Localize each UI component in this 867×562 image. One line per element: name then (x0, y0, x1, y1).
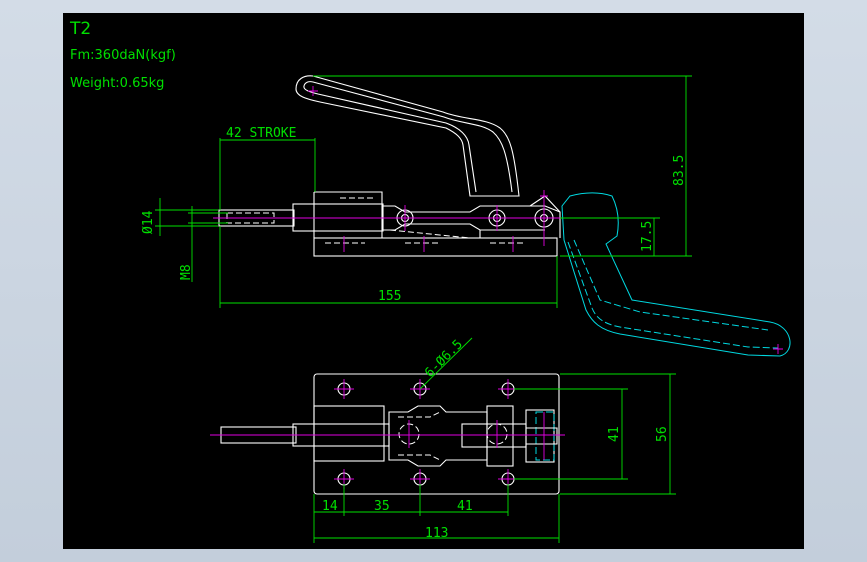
height-83: 83.5 (672, 155, 687, 186)
handle-closed-inner (303, 81, 513, 193)
hinge-top (525, 409, 555, 463)
handle-open (561, 192, 791, 357)
top-view (210, 373, 565, 495)
drawing-canvas[interactable]: T2 Fm:360daN(kgf) Weight:0.65kg (63, 13, 804, 549)
handle-open-inner (567, 239, 779, 349)
length-155-line (219, 226, 558, 308)
m8-dim: M8 (179, 264, 194, 280)
housing-top (313, 405, 385, 462)
top-view-dimensions: 6-Ø6.5 14 35 41 113 41 56 (313, 337, 676, 543)
link-top (388, 405, 488, 467)
right-dim-lines (514, 373, 676, 495)
base-plate (313, 237, 558, 257)
side-view (213, 75, 791, 357)
length-155: 155 (378, 289, 401, 304)
link-top-inner (398, 411, 441, 461)
force-label: Fm:360daN(kgf) (70, 48, 176, 63)
holes-leader (419, 337, 473, 390)
weight-label: Weight:0.65kg (70, 76, 164, 91)
base-plate-top (313, 373, 560, 495)
height-17: 17.5 (640, 221, 655, 252)
hinge-detail (526, 427, 558, 445)
base-bracket (479, 195, 561, 238)
handle-closed (295, 75, 520, 197)
hidden-lines (325, 197, 525, 244)
plunger-guide (292, 203, 384, 232)
dim-113: 113 (425, 526, 448, 541)
dim-14: 14 (322, 499, 338, 514)
hinge-pin (535, 411, 555, 461)
stroke-dim-line (219, 138, 316, 210)
height-83-line (313, 75, 692, 257)
m8-dim-line (188, 206, 228, 282)
housing-body (313, 191, 383, 238)
dim-41-v: 41 (607, 426, 622, 442)
stroke-dim: 42 STROKE (226, 126, 296, 141)
bottom-dim-lines (313, 484, 560, 543)
model-label: T2 (69, 19, 91, 39)
pivot-centerlines (308, 86, 783, 354)
d14-dim: Ø14 (141, 210, 156, 234)
dim-35: 35 (374, 499, 390, 514)
dim-56: 56 (655, 426, 670, 442)
height-17-line (560, 217, 660, 256)
d14-dim-line (155, 198, 218, 236)
technical-drawing: T2 Fm:360daN(kgf) Weight:0.65kg (69, 19, 791, 543)
clamp-jaw (486, 405, 514, 467)
dim-41-h: 41 (457, 499, 473, 514)
side-view-dimensions: 42 STROKE Ø14 M8 155 83.5 17.5 (141, 75, 692, 308)
